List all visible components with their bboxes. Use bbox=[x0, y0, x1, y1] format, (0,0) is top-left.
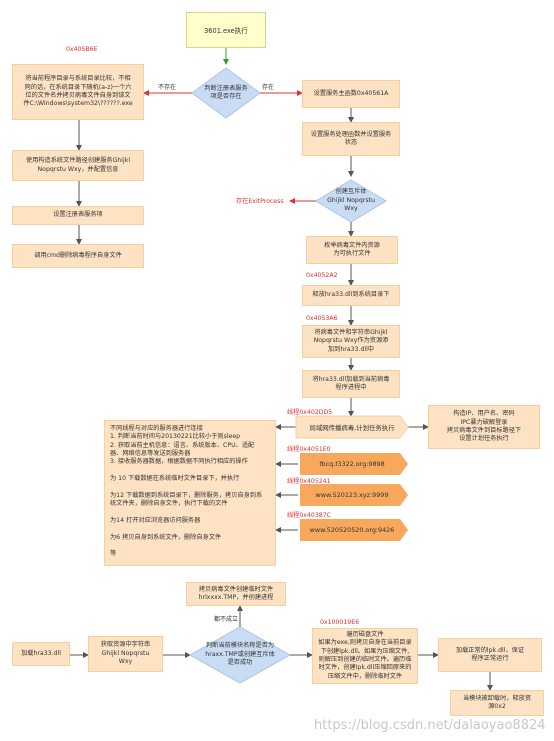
watermark: https://blog.csdn.net/dalaoyao8824 bbox=[314, 718, 546, 733]
left-registry-box: 设置注册表服务项 bbox=[12, 206, 144, 225]
pentagon-server-1 bbox=[300, 453, 408, 475]
pentagon-server-2 bbox=[300, 484, 408, 506]
decision-diamond-service bbox=[191, 67, 261, 119]
left-delete-box: 调用cmd删除病毒程序自身文件 bbox=[12, 244, 144, 268]
label-not-exist: 不存在 bbox=[158, 84, 177, 91]
server-1-text: fbcq.f3322.org:9898 bbox=[319, 460, 385, 468]
addr-thread-4051E0: 线程0x4051E0 bbox=[287, 446, 331, 453]
decision-mutex-text: 创建互斥体 Ghijkl Nopqrstu Wxy bbox=[327, 188, 375, 213]
copy-temp-box: 拷贝病毒文件创建临时文件 hrlxxxx.TMP，并创建进程 bbox=[186, 582, 286, 606]
ipc-bruteforce-box: 构造IP、用户名、密码 IPC暴力破解登录 拷贝病毒文件到目标路径下 设置计划任… bbox=[428, 405, 540, 449]
unload-release-box: 当模块被卸载时，释放资 源0x2 bbox=[450, 690, 544, 716]
enum-resource-box: 枚举病毒文件内资源 为可执行文件 bbox=[306, 236, 398, 264]
thread-commands-box: 不同线程与对应的服务器进行连接 1. 判断当前时间与20130221比较小于则s… bbox=[104, 420, 276, 566]
service-handler-box: 设置服务处理函数并设置服务 状态 bbox=[302, 122, 400, 156]
lan-spread-text: 局域网传播病毒,计划任务执行 bbox=[309, 423, 395, 432]
pentagon-lan-spread bbox=[295, 415, 409, 439]
addr-left: 0x405B6E bbox=[66, 46, 98, 53]
left-copy-box: 将当前程序目录与系统目录比较，不相 同的话，在系统目录下随机(a-z)一个六 位… bbox=[12, 64, 144, 120]
decision-diamond-module bbox=[188, 626, 292, 684]
start-node: 3601.exe执行 bbox=[186, 12, 266, 48]
server-2-text: www.520123.xyz:9999 bbox=[315, 491, 389, 499]
decision-service-text: 判断注册表服务 项是否存在 bbox=[204, 84, 248, 100]
release-dll-box: 释放hra33.dll到系统目录下 bbox=[302, 285, 400, 306]
addr-4053A6: 0x4053A6 bbox=[306, 315, 338, 322]
addr-thread-402DD5: 线程0x402DD5 bbox=[287, 409, 333, 416]
load-normal-lpk-box: 加载正常的lpk.dll，保证 程序正常运行 bbox=[438, 638, 542, 672]
addr-thread-40387C: 线程0x40387C bbox=[287, 512, 331, 519]
load-dll-box: 将hra33.dll加载到当前病毒 程序进程中 bbox=[302, 370, 400, 398]
pentagon-server-3 bbox=[300, 519, 408, 541]
get-string-box: 获取资源中字符串 Ghijkl Nopqrstu Wxy bbox=[88, 636, 163, 672]
load-hra33-box: 加载hra33.dll bbox=[12, 642, 70, 666]
traverse-disk-box: 遍历磁盘文件 如果为exe,则拷贝自身在当前目录 下创建lpk.dll。如果为压… bbox=[312, 628, 418, 684]
decision-module-text: 判断当前模块名称是否为 hraxx.TMP或创建互斥体 是否成功 bbox=[205, 642, 275, 667]
server-3-text: www.520520520.org:9426 bbox=[309, 526, 395, 534]
add-resource-box: 将病毒文件和字符串Ghijkl Nopqrstu Wxy作为资源添 加到hra3… bbox=[302, 325, 400, 358]
service-main-box: 设置服务主函数0x40561A bbox=[302, 80, 400, 108]
addr-4052A2: 0x4052A2 bbox=[306, 272, 338, 279]
addr-100019E6: 0x100019E6 bbox=[320, 619, 360, 626]
addr-thread-405241: 线程0x405241 bbox=[287, 478, 331, 485]
left-create-service-box: 使用构造系统文件路径创建服务Ghijkl Nopqrstu Wxy，并配置信息 bbox=[12, 150, 144, 181]
label-neither: 都不成立 bbox=[214, 616, 239, 623]
label-exist: 存在 bbox=[262, 84, 275, 91]
label-exit-process: 存在ExitProcess bbox=[236, 198, 284, 205]
